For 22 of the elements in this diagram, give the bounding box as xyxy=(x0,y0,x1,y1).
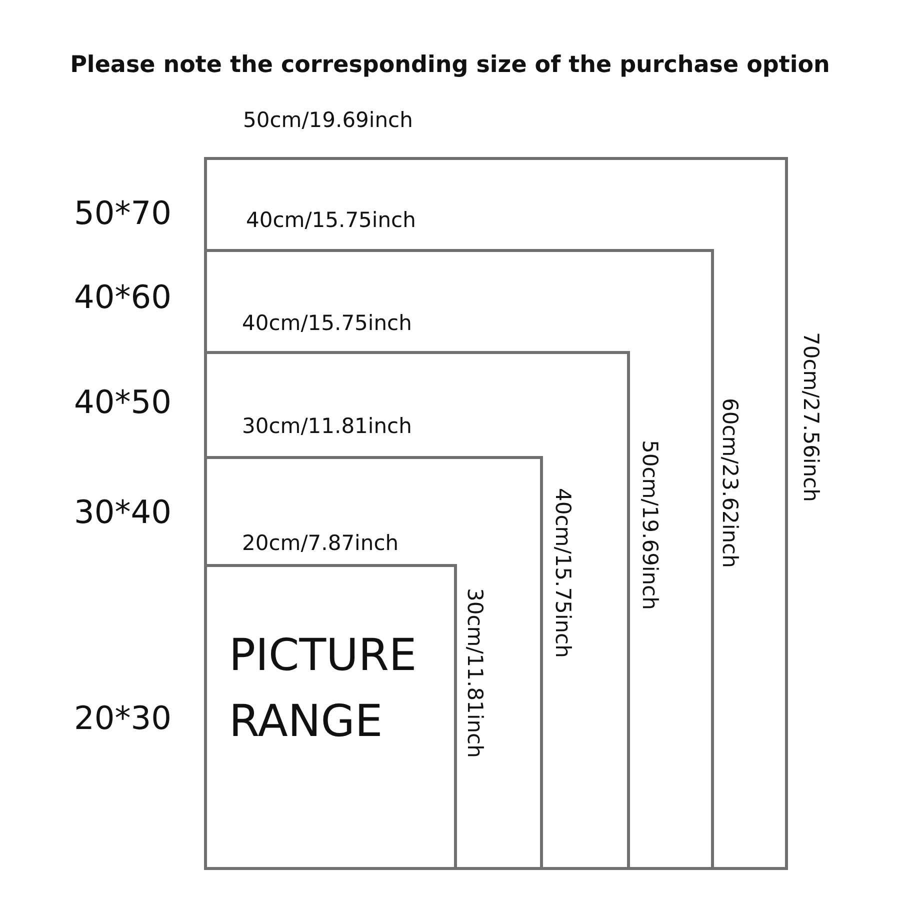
dimension-label: 20cm/7.87inch xyxy=(242,533,399,554)
frame-outline xyxy=(204,351,630,870)
size-label: 30*40 xyxy=(74,496,172,528)
size-label: 50*70 xyxy=(74,197,172,229)
size-label: 40*60 xyxy=(74,281,172,313)
dimension-label: 40cm/15.75inch xyxy=(246,210,416,231)
frame-caption: PICTURE RANGE xyxy=(229,629,418,749)
frame-outline xyxy=(204,249,714,870)
dimension-label: 70cm/27.56inch xyxy=(800,332,821,502)
title: Please note the corresponding size of the purchase option xyxy=(69,52,831,78)
dimension-label: 60cm/23.62inch xyxy=(719,398,740,568)
dimension-label: 50cm/19.69inch xyxy=(243,110,413,131)
dimension-label: 40cm/15.75inch xyxy=(552,488,573,658)
size-label: 20*30 xyxy=(74,702,172,734)
size-label: 40*50 xyxy=(74,386,172,418)
dimension-label: 30cm/11.81inch xyxy=(242,416,412,437)
frame-outline xyxy=(204,456,543,870)
frame-outline xyxy=(204,564,457,870)
dimension-label: 30cm/11.81inch xyxy=(464,588,485,758)
dimension-label: 50cm/19.69inch xyxy=(639,440,660,610)
dimension-label: 40cm/15.75inch xyxy=(242,313,412,334)
frame-outline xyxy=(204,157,788,870)
